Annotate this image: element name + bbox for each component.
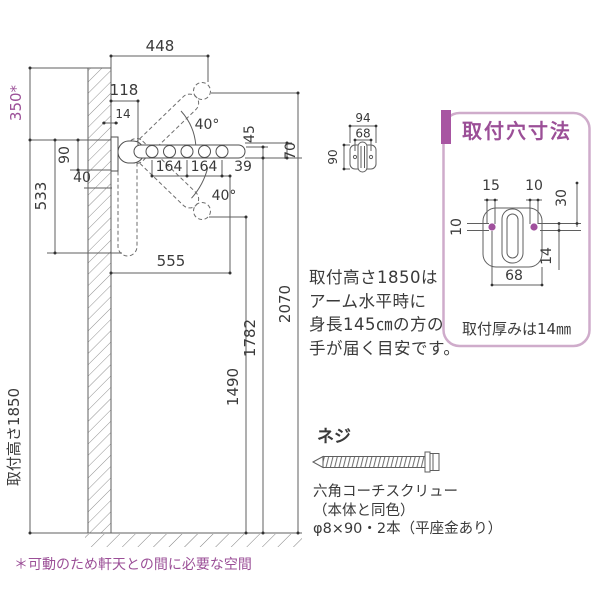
- bracket-dim-90: 90: [326, 149, 340, 164]
- wall-plate-side: [110, 136, 119, 172]
- screw-head: [429, 453, 440, 471]
- dim-1782: 1782: [241, 319, 259, 357]
- angle-arc-bottom: [191, 167, 209, 199]
- arm-folded-dashed: [117, 147, 138, 257]
- mounting-hole-panel: 取付穴寸法 15 10 30 10 14 68: [441, 110, 591, 348]
- left-mount-hole: [488, 223, 496, 231]
- hole-dim-10-left: 10: [449, 218, 465, 236]
- angle-top-label: 40°: [195, 117, 220, 133]
- screw-spec-line2: （本体と同色）: [313, 502, 415, 519]
- screw-section-title: ネジ: [317, 427, 351, 447]
- bracket-front-view: 94 68 90: [326, 111, 378, 173]
- dim-40: 40: [73, 170, 91, 186]
- arm-lowered-dashed: [126, 138, 211, 220]
- dim-164a: 164: [156, 159, 183, 175]
- hole-dim-30: 30: [554, 189, 570, 207]
- height-note-line3: 身長145㎝の方の: [309, 315, 444, 334]
- dim-164b: 164: [191, 159, 218, 175]
- dimension-lines: [29, 55, 302, 533]
- screw-spec: 六角コーチスクリュー （本体と同色） φ8×90・2本（平座金あり）: [313, 483, 502, 539]
- dim-555: 555: [157, 252, 186, 270]
- dimension-labels: 448 350* 取付高さ1850 118 14 90 40 533 555 1…: [5, 37, 299, 486]
- angle-arc-top: [180, 110, 197, 146]
- dim-118: 118: [110, 81, 139, 99]
- screw-shaft: [322, 456, 427, 468]
- screw-drawing: [311, 451, 440, 473]
- wall-section: [87, 67, 112, 533]
- angle-bottom-label: 40°: [212, 188, 237, 204]
- dim-45: 45: [242, 125, 258, 143]
- dimension-dots: [28, 54, 300, 535]
- hole-template-drawing: [467, 181, 581, 287]
- dim-39: 39: [234, 159, 252, 175]
- screw-washer: [424, 451, 431, 473]
- screw-tip: [311, 455, 324, 469]
- dim-448: 448: [146, 37, 175, 55]
- panel-title: 取付穴寸法: [462, 119, 572, 143]
- floor-section: [30, 532, 302, 547]
- height-note: 取付高さ1850は アーム水平時に 身長145㎝の方の 手が届く目安です。: [309, 266, 460, 360]
- dim-533: 533: [32, 182, 50, 211]
- dim-70: 70: [283, 142, 299, 160]
- screw-spec-line1: 六角コーチスクリュー: [313, 484, 458, 500]
- hole-dim-14: 14: [539, 247, 555, 265]
- clearance-footnote: ＊可動のため軒天との間に必要な空間: [14, 557, 252, 573]
- hole-dim-15: 15: [482, 178, 500, 194]
- arm-horizontal: [110, 136, 246, 172]
- panel-title-bar: [441, 110, 451, 144]
- dim-mount-height-1850: 取付高さ1850: [5, 388, 23, 486]
- hole-dim-68: 68: [505, 268, 523, 284]
- dim-90: 90: [57, 146, 73, 164]
- bracket-dim-94: 94: [355, 111, 370, 125]
- panel-caption: 取付厚みは14㎜: [462, 320, 572, 338]
- dim-2070: 2070: [276, 285, 294, 323]
- height-note-line1: 取付高さ1850は: [309, 268, 438, 287]
- screw-spec-line3: φ8×90・2本（平座金あり）: [313, 521, 503, 537]
- height-note-line4: 手が届く目安です。: [309, 338, 461, 358]
- right-mount-hole: [530, 223, 538, 231]
- dim-1490: 1490: [224, 368, 242, 406]
- dim-350: 350*: [7, 84, 25, 121]
- bracket-dim-68: 68: [355, 127, 370, 141]
- height-note-line2: アーム水平時に: [309, 291, 427, 311]
- dim-14: 14: [115, 107, 130, 121]
- hole-dim-10-top: 10: [525, 178, 543, 194]
